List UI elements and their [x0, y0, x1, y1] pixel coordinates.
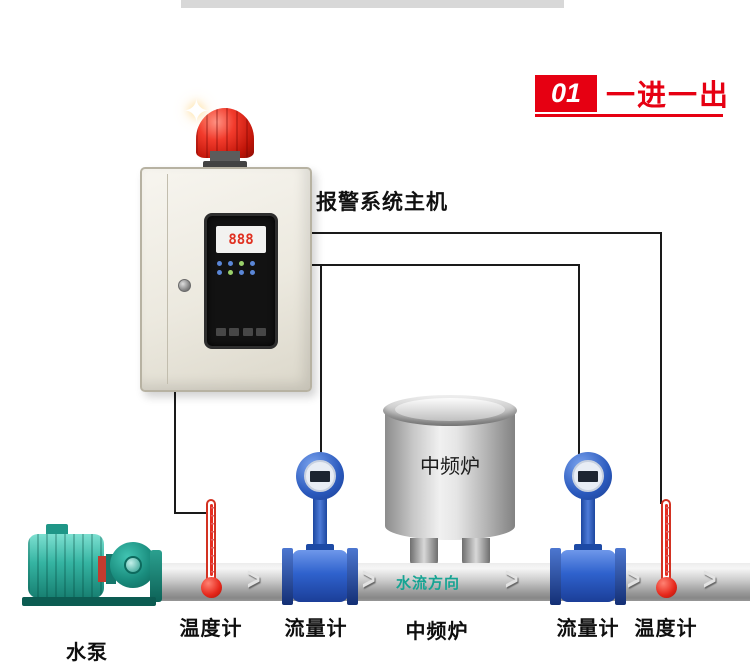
- pump-motor: [28, 534, 104, 598]
- flowmeter-right: [550, 452, 626, 608]
- furnace-body-label: 中频炉: [420, 456, 480, 478]
- flowmeter-left-collar: [306, 544, 334, 554]
- flowmeter-left-flange-right: [347, 548, 358, 605]
- pump-motor-base: [22, 597, 114, 606]
- cabinet-window: 888: [204, 213, 278, 349]
- flowmeter-left-display-face: [304, 460, 336, 492]
- controller-led-display: 888: [216, 226, 266, 253]
- flow-arrow-icon: >: [362, 561, 376, 597]
- wire-to-right-flowmeter-vertical: [578, 264, 580, 454]
- flowmeter-left: [282, 452, 358, 608]
- flowmeter-left-neck: [313, 498, 327, 552]
- flowmeter-right-flange-left: [550, 548, 561, 605]
- section-number-badge: 01: [535, 75, 597, 112]
- flow-arrow-icon: >: [703, 561, 717, 597]
- thermometer-right-bulb: [656, 577, 677, 598]
- pump-junction-box: [46, 524, 68, 536]
- beacon-flash-icon: ✦: [183, 93, 210, 129]
- section-title-underline: [535, 114, 723, 117]
- pump-volute-cap: [124, 556, 142, 574]
- cabinet-lock-handle: [178, 279, 191, 292]
- wire-to-right-thermometer-vertical: [660, 232, 662, 504]
- alarm-beacon-dome: [196, 108, 254, 158]
- flowmeter-right-neck: [581, 498, 595, 552]
- wire-cabinet-lower-horizontal: [311, 264, 580, 266]
- wire-cabinet-to-left-thermometer-vertical: [174, 390, 176, 514]
- thermometer-left-caption: 温度计: [179, 618, 243, 640]
- thermometer-right-ticks: [665, 507, 669, 573]
- pump-volute-base: [110, 597, 156, 606]
- controller-buttons: [216, 328, 266, 336]
- flowmeter-right-lcd: [578, 470, 598, 482]
- pump-caption: 水泵: [66, 642, 108, 664]
- flowmeter-right-body: [560, 550, 616, 602]
- furnace-top-dome: [395, 398, 505, 421]
- flow-arrow-icon: >: [247, 561, 261, 597]
- flowmeter-left-lcd: [310, 470, 330, 482]
- furnace-body: [385, 410, 515, 540]
- flowmeter-right-caption: 流量计: [556, 618, 620, 640]
- furnace-caption: 中频炉: [405, 621, 469, 643]
- flowmeter-left-display-head: [296, 452, 344, 500]
- alarm-host-label: 报警系统主机: [316, 191, 448, 214]
- water-pipe: [150, 563, 750, 601]
- section-title: 一进一出: [606, 80, 731, 112]
- wire-to-left-flowmeter-vertical: [320, 264, 322, 454]
- flow-direction-label: 水流方向: [396, 575, 461, 592]
- alarm-host-cabinet: 888: [140, 167, 312, 392]
- thermometer-left-ticks: [210, 507, 214, 573]
- thermometer-left-tube: [206, 499, 216, 583]
- flow-arrow-icon: >: [627, 561, 641, 597]
- top-divider-bar: [181, 0, 564, 8]
- flowmeter-left-flange-left: [282, 548, 293, 605]
- pump-coupling-guard: [98, 556, 108, 582]
- alarm-beacon-stem: [210, 151, 240, 164]
- furnace-foot-left: [410, 538, 438, 566]
- flowmeter-right-display-face: [572, 460, 604, 492]
- flowmeter-left-caption: 流量计: [284, 618, 348, 640]
- flowmeter-left-body: [292, 550, 348, 602]
- alarm-beacon-base: [203, 161, 247, 171]
- controller-indicator-lights: [217, 261, 265, 275]
- wire-cabinet-to-left-thermometer-horizontal: [174, 512, 212, 514]
- thermometer-right-caption: 温度计: [634, 618, 698, 640]
- furnace-foot-right: [462, 538, 490, 566]
- thermometer-left-bulb: [201, 577, 222, 598]
- flowmeter-right-display-head: [564, 452, 612, 500]
- flowmeter-right-flange-right: [615, 548, 626, 605]
- wire-cabinet-upper-horizontal: [311, 232, 662, 234]
- cabinet-door-seam: [167, 174, 168, 384]
- thermometer-right-tube: [661, 499, 671, 583]
- flowmeter-right-collar: [574, 544, 602, 554]
- pump-outlet-flange: [150, 550, 162, 602]
- flow-arrow-icon: >: [505, 561, 519, 597]
